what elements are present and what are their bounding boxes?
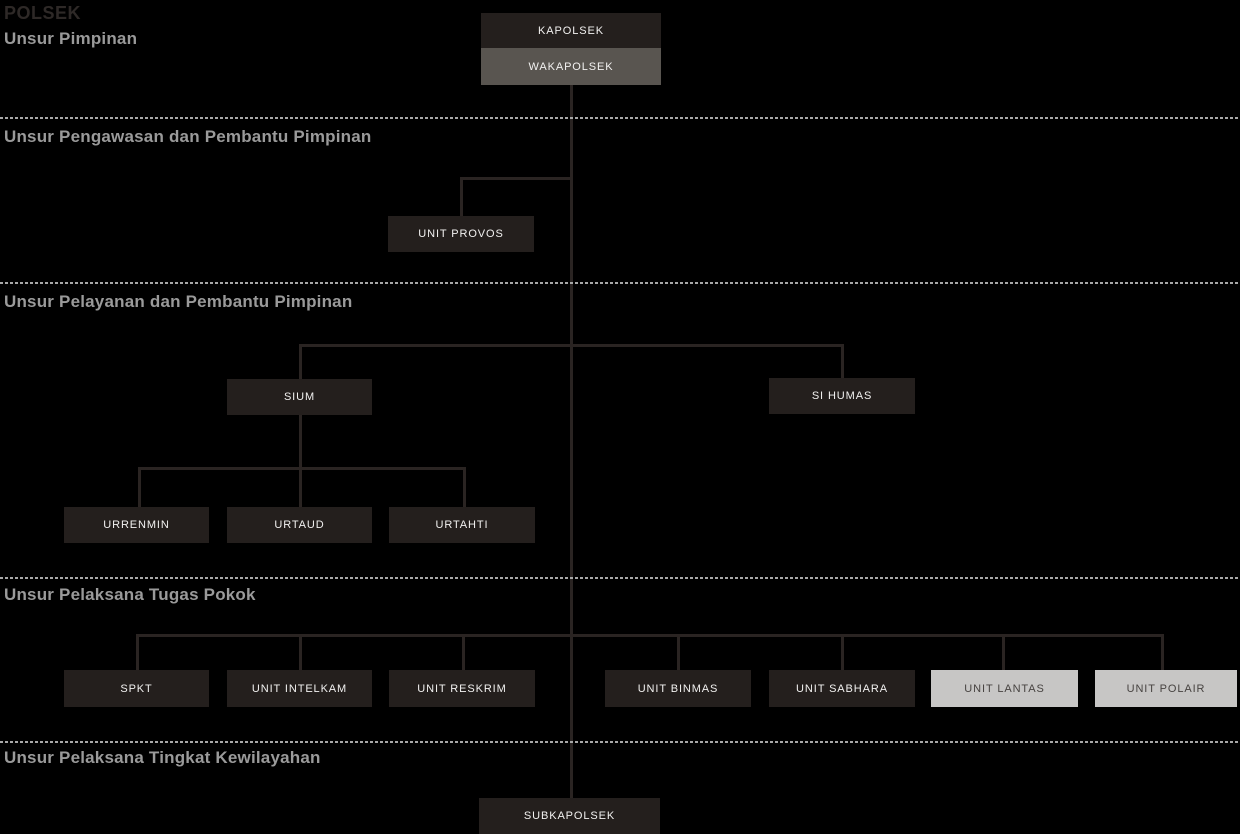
- node-sium-label: SIUM: [283, 391, 316, 403]
- node-unit-provos-label: UNIT PROVOS: [418, 228, 504, 240]
- section-divider-1: [0, 117, 1240, 119]
- node-spkt: SPKT: [64, 670, 209, 707]
- node-urrenmin-label: URRENMIN: [103, 519, 170, 531]
- connector-sabhara-drop: [841, 634, 844, 670]
- node-unit-polair: UNIT POLAIR: [1095, 670, 1237, 707]
- node-unit-binmas: UNIT BINMAS: [605, 670, 751, 707]
- node-urtaud-label: URTAUD: [274, 519, 325, 531]
- connector-intelkam-drop: [299, 634, 302, 670]
- connector-urrenmin-drop: [138, 467, 141, 507]
- node-urtahti: URTAHTI: [389, 507, 535, 543]
- node-wakapolsek-label: WAKAPOLSEK: [528, 60, 614, 73]
- node-kapolsek: KAPOLSEK: [481, 13, 661, 48]
- connector-binmas-drop: [677, 634, 680, 670]
- node-si-humas-label: SI HUMAS: [811, 390, 873, 402]
- node-sium: SIUM: [227, 379, 372, 415]
- connector-provos-drop: [460, 177, 463, 216]
- node-unit-reskrim-label: UNIT RESKRIM: [417, 682, 507, 695]
- connector-urtaud-drop: [299, 467, 302, 507]
- node-urrenmin: URRENMIN: [64, 507, 209, 543]
- section-divider-3: [0, 577, 1240, 579]
- connector-trunk: [570, 85, 573, 798]
- node-unit-polair-label: UNIT POLAIR: [1126, 682, 1206, 695]
- node-unit-sabhara: UNIT SABHARA: [769, 670, 915, 707]
- connector-urtahti-drop: [463, 467, 466, 507]
- connector-provos-branch: [460, 177, 573, 180]
- connector-polair-drop: [1161, 634, 1164, 670]
- node-urtahti-label: URTAHTI: [435, 519, 489, 531]
- node-unit-intelkam-label: UNIT INTELKAM: [251, 682, 348, 695]
- node-unit-provos: UNIT PROVOS: [388, 216, 534, 252]
- node-unit-intelkam: UNIT INTELKAM: [227, 670, 372, 707]
- connector-lantas-drop: [1002, 634, 1005, 670]
- section-label-unsur-pelayanan: Unsur Pelayanan dan Pembantu Pimpinan: [4, 292, 353, 311]
- connector-row3-branch: [138, 467, 466, 470]
- node-unit-binmas-label: UNIT BINMAS: [637, 682, 719, 695]
- node-unit-lantas-label: UNIT LANTAS: [964, 682, 1045, 695]
- node-urtaud: URTAUD: [227, 507, 372, 543]
- page-title: POLSEK: [4, 3, 82, 23]
- connector-sium-stem: [299, 415, 302, 470]
- section-divider-4: [0, 741, 1240, 743]
- section-label-unsur-pelaksana-tugas-pokok: Unsur Pelaksana Tugas Pokok: [4, 585, 256, 604]
- node-subkapolsek: SUBKAPOLSEK: [479, 798, 660, 834]
- connector-row4-branch: [136, 634, 1164, 637]
- connector-row2-branch: [299, 344, 844, 347]
- connector-sihumas-drop: [841, 344, 844, 379]
- section-label-unsur-pengawasan: Unsur Pengawasan dan Pembantu Pimpinan: [4, 127, 372, 146]
- section-label-unsur-pelaksana-kewilayahan: Unsur Pelaksana Tingkat Kewilayahan: [4, 748, 321, 767]
- node-wakapolsek: WAKAPOLSEK: [481, 48, 661, 85]
- node-spkt-label: SPKT: [120, 682, 153, 695]
- node-si-humas: SI HUMAS: [769, 378, 915, 414]
- node-unit-reskrim: UNIT RESKRIM: [389, 670, 535, 707]
- node-kapolsek-label: KAPOLSEK: [538, 24, 604, 37]
- node-subkapolsek-label: SUBKAPOLSEK: [523, 810, 616, 822]
- node-unit-lantas: UNIT LANTAS: [931, 670, 1078, 707]
- connector-sium-drop: [299, 344, 302, 379]
- node-unit-sabhara-label: UNIT SABHARA: [796, 682, 888, 695]
- connector-reskrim-drop: [462, 634, 465, 670]
- section-divider-2: [0, 282, 1240, 284]
- section-label-unsur-pimpinan: Unsur Pimpinan: [4, 29, 138, 48]
- connector-spkt-drop: [136, 634, 139, 670]
